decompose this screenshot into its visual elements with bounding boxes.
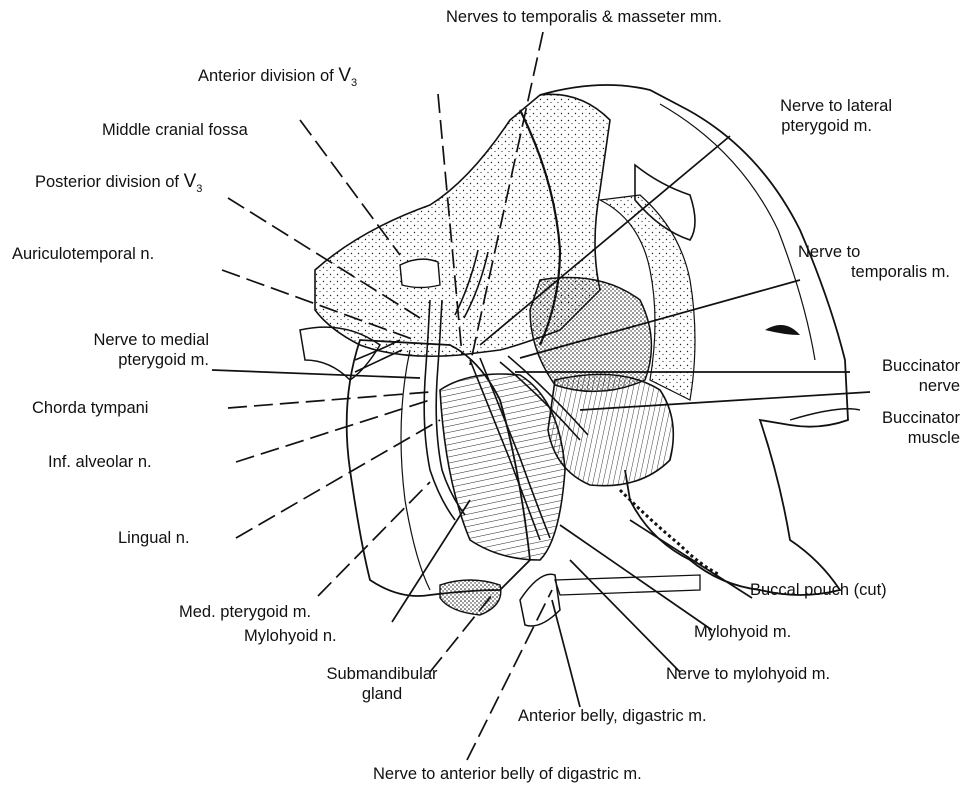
label-nerve-lateral-pterygoid-line2: pterygoid m. [740,116,892,136]
label-nerve-lateral-pterygoid: Nerve to lateral pterygoid m. [740,96,892,136]
label-med-pterygoid: Med. pterygoid m. [179,602,311,622]
label-submandibular-gland: Submandibular gland [322,664,442,704]
v3-numeral: V [338,65,351,86]
label-posterior-division-text: Posterior division of [35,173,179,191]
label-nerve-medial-pterygoid: Nerve to medial pterygoid m. [40,330,209,370]
medial-pterygoid-muscle [440,374,565,560]
submandibular-gland [440,580,501,615]
label-mylohyoid-m: Mylohyoid m. [694,622,791,642]
label-nerve-lateral-pterygoid-line1: Nerve to lateral [740,96,892,116]
nostril-mark [765,325,800,335]
label-auriculotemporal: Auriculotemporal n. [12,244,154,264]
mylohyoid-shelf [555,575,700,595]
label-buccinator-muscle-line1: Buccinator [820,408,960,428]
buccal-pouch [620,490,720,575]
label-buccinator-muscle: Buccinator muscle [820,408,960,448]
label-buccinator-muscle-line2: muscle [820,428,960,448]
label-nerve-medial-pterygoid-line2: pterygoid m. [40,350,209,370]
foramen-opening [400,259,440,287]
buccinator-muscle [548,374,673,485]
v3-subscript: 3 [351,77,357,89]
v3-numeral-2: V [184,171,197,192]
label-anterior-division: Anterior division of V3 [198,66,357,93]
label-middle-cranial-fossa: Middle cranial fossa [102,120,248,140]
label-anterior-division-text: Anterior division of [198,67,334,85]
label-nerve-temporalis: Nerve to temporalis m. [780,242,950,282]
label-nerves-temporalis-masseter: Nerves to temporalis & masseter mm. [446,7,722,27]
anterior-belly-digastric [520,574,560,626]
label-submandibular-line2: gland [322,684,442,704]
label-buccinator-nerve-line1: Buccinator [820,356,960,376]
label-nerve-temporalis-line1: Nerve to [780,242,950,262]
mandible-ramus-inner [401,350,430,590]
label-inf-alveolar: Inf. alveolar n. [48,452,152,472]
label-nerve-temporalis-line2: temporalis m. [780,262,950,282]
v3-subscript-2: 3 [196,183,202,195]
label-posterior-division: Posterior division of V3 [35,172,202,199]
label-buccal-pouch: Buccal pouch (cut) [750,580,887,600]
label-anterior-belly-digastric: Anterior belly, digastric m. [518,706,707,726]
label-nerve-anterior-belly: Nerve to anterior belly of digastric m. [373,764,642,784]
label-nerve-to-mylohyoid: Nerve to mylohyoid m. [666,664,830,684]
label-nerve-medial-pterygoid-line1: Nerve to medial [40,330,209,350]
label-buccinator-nerve: Buccinator nerve [820,356,960,396]
label-buccinator-nerve-line2: nerve [820,376,960,396]
label-mylohyoid-n: Mylohyoid n. [244,626,337,646]
label-chorda-tympani: Chorda tympani [32,398,148,418]
label-lingual: Lingual n. [118,528,190,548]
label-submandibular-line1: Submandibular [322,664,442,684]
